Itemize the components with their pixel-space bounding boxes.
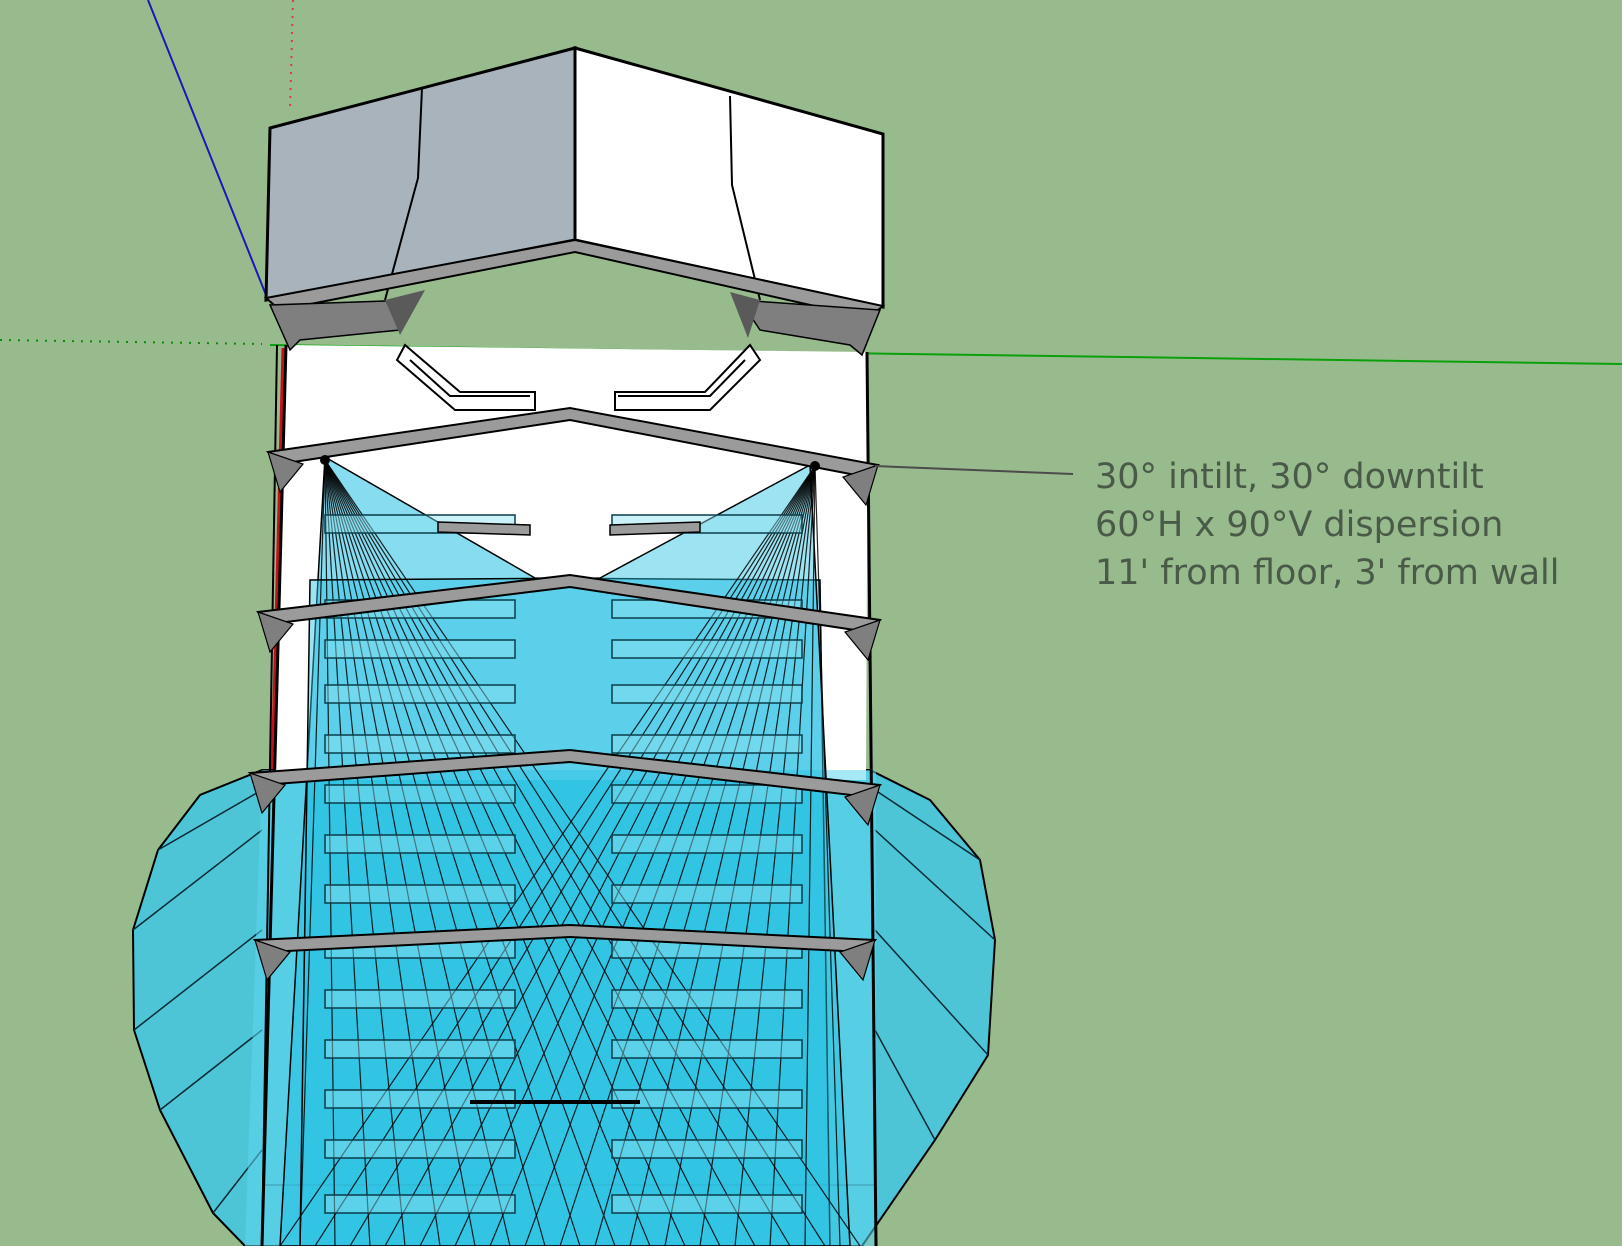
beam-bracket xyxy=(254,939,292,982)
seat-row-right xyxy=(611,1139,803,1159)
coverage-ray xyxy=(324,459,861,1246)
seat-row-left xyxy=(324,884,516,904)
coverage-fans xyxy=(279,455,861,1246)
annotation-line-tilt: 30° intilt, 30° downtilt xyxy=(1095,457,1484,497)
beam-bracket xyxy=(249,772,287,815)
red-axis-line xyxy=(270,347,285,781)
coverage-ray xyxy=(664,465,816,1246)
coverage-ray xyxy=(314,465,816,1246)
stage-fixtures xyxy=(395,343,762,411)
annotation-leader-line xyxy=(874,465,1074,475)
coverage-ray xyxy=(324,459,756,1246)
roof-beams xyxy=(247,406,883,1104)
seat-row-right xyxy=(611,989,803,1009)
beam-bracket xyxy=(843,619,881,662)
seat-row-left xyxy=(324,834,516,854)
coverage-ray xyxy=(734,465,816,1246)
coverage-ray xyxy=(279,465,816,1246)
seating-rows xyxy=(324,514,803,1214)
rail-right xyxy=(609,521,701,536)
coverage-ray xyxy=(324,459,721,1246)
beam-bracket xyxy=(257,611,295,654)
seat-row-right xyxy=(611,834,803,854)
seat-row-right xyxy=(611,684,803,704)
beam-bracket xyxy=(267,451,305,494)
coverage-ray xyxy=(419,465,816,1246)
seat-row-left xyxy=(324,989,516,1009)
coverage-ray xyxy=(699,465,816,1246)
annotation-line-position: 11' from floor, 3' from wall xyxy=(1095,553,1560,593)
beam-bracket xyxy=(843,784,881,827)
beam-bracket xyxy=(838,939,876,982)
seat-row-left xyxy=(324,639,516,659)
coverage-ray xyxy=(559,465,816,1246)
annotation-line-dispersion: 60°H x 90°V dispersion xyxy=(1095,505,1504,545)
ceiling-block xyxy=(264,46,885,309)
seat-row-right xyxy=(611,1194,803,1214)
speakers xyxy=(320,455,820,471)
coverage-ray xyxy=(804,465,816,1246)
seat-row-left xyxy=(324,684,516,704)
seat-row-right xyxy=(611,884,803,904)
seat-row-left xyxy=(324,1139,516,1159)
annotation-text[interactable]: 30° intilt, 30° downtilt 60°H x 90°V dis… xyxy=(1095,453,1560,597)
green-axis-dotted-line xyxy=(0,339,263,345)
top-beam xyxy=(263,238,886,357)
seat-row-left xyxy=(324,1039,516,1059)
coverage-ray xyxy=(814,465,841,1246)
coverage-ray xyxy=(384,465,816,1246)
seat-row-left xyxy=(324,1194,516,1214)
blue-axis-line xyxy=(147,0,267,296)
right-speaker xyxy=(810,461,820,471)
rail-left xyxy=(437,521,531,536)
coverage-ray xyxy=(324,459,826,1246)
coverage-ray xyxy=(769,465,816,1246)
seat-row-left xyxy=(324,784,516,804)
left-speaker-coverage xyxy=(279,455,831,1246)
seat-row-left xyxy=(324,1089,516,1109)
coverage-ray xyxy=(454,465,816,1246)
beam-bracket xyxy=(841,464,879,507)
coverage-ray xyxy=(524,465,816,1246)
coverage-ray xyxy=(349,465,816,1246)
coverage-ray xyxy=(629,465,816,1246)
coverage-ray xyxy=(594,465,816,1246)
left-speaker xyxy=(320,455,330,465)
red-axis-dotted-line xyxy=(289,0,294,111)
coverage-ray xyxy=(299,459,326,1246)
seat-row-right xyxy=(611,784,803,804)
seat-row-right xyxy=(611,734,803,754)
coverage-ray xyxy=(324,459,791,1246)
seat-row-right xyxy=(611,639,803,659)
seat-row-right xyxy=(611,1039,803,1059)
seat-row-right xyxy=(611,1089,803,1109)
coverage-ray xyxy=(489,465,816,1246)
seat-row-left xyxy=(324,734,516,754)
